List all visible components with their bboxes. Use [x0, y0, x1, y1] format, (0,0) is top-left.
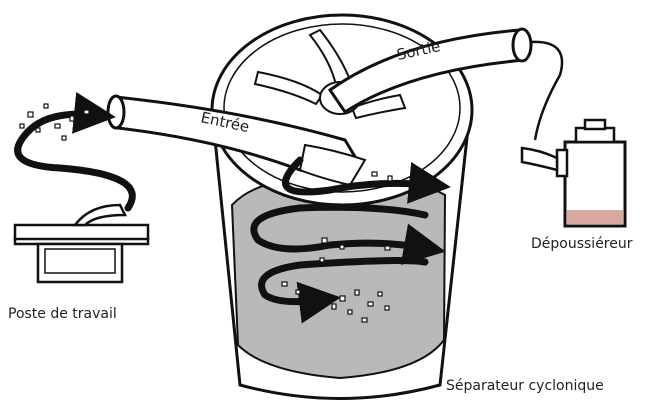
label-workstation: Poste de travail [8, 306, 117, 322]
dust-collector [522, 120, 625, 226]
label-dust-collector: Dépoussiéreur [531, 236, 633, 252]
label-cyclone-separator: Séparateur cyclonique [446, 378, 604, 394]
workstation [15, 205, 148, 282]
collector-hose [531, 42, 562, 140]
